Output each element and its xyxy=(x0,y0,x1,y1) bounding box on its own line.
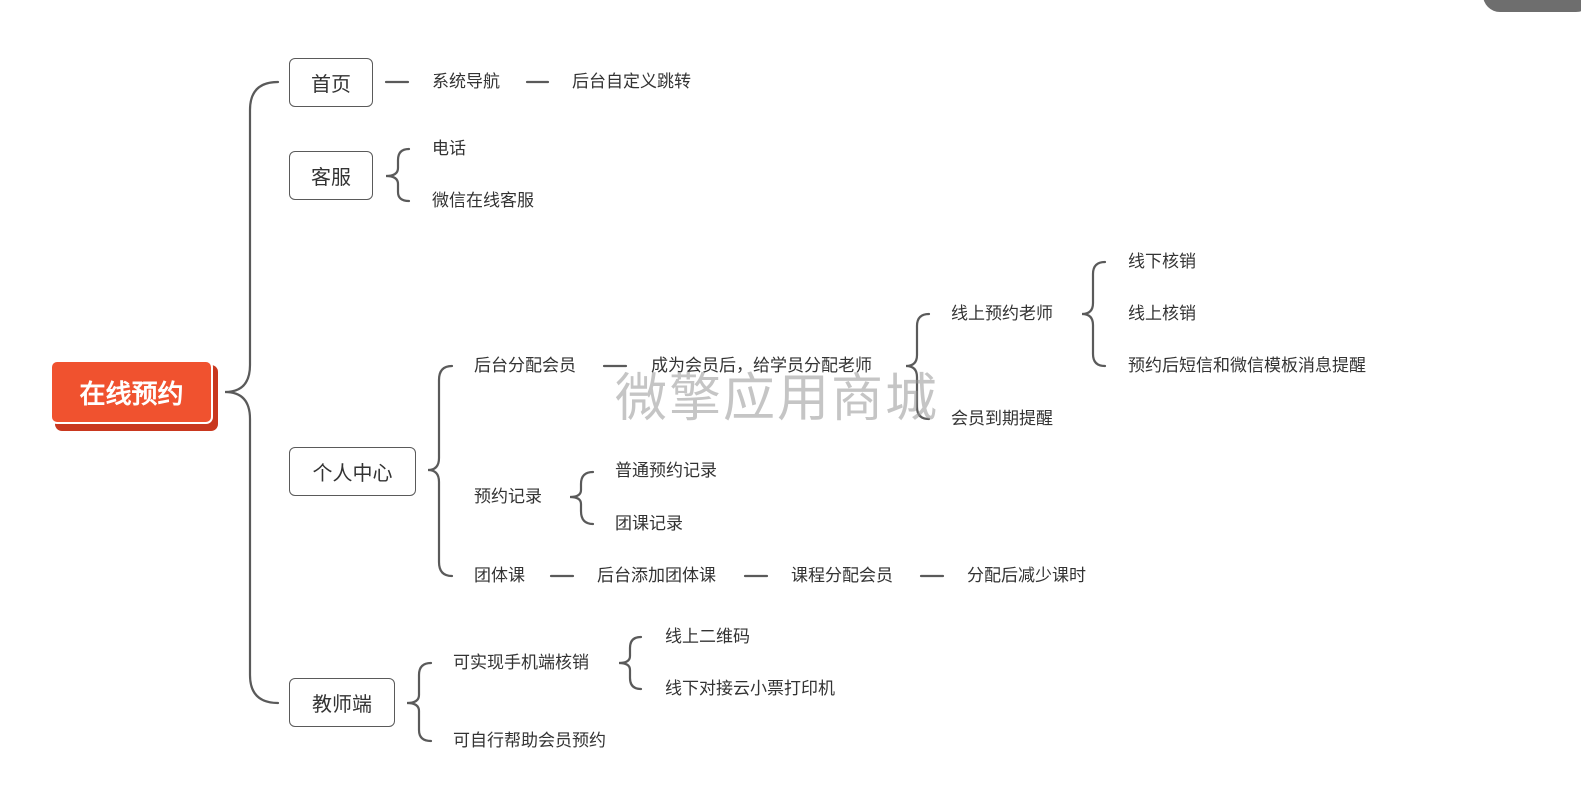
node-mobile-verify: 可实现手机端核销 xyxy=(453,653,589,673)
node-custom-jump: 后台自定义跳转 xyxy=(572,72,691,92)
node-member-expire: 会员到期提醒 xyxy=(951,409,1053,429)
node-home: 首页 xyxy=(289,58,373,107)
node-teacher: 教师端 xyxy=(289,678,395,727)
node-reduce-hours: 分配后减少课时 xyxy=(967,566,1086,586)
node-help-booking: 可自行帮助会员预约 xyxy=(453,731,606,751)
node-assign-teacher: 成为会员后，给学员分配老师 xyxy=(651,356,872,376)
node-assign-member: 后台分配会员 xyxy=(474,356,576,376)
node-system-nav: 系统导航 xyxy=(432,72,500,92)
node-personal-center: 个人中心 xyxy=(289,447,416,496)
node-phone: 电话 xyxy=(432,139,466,159)
node-online-teacher: 线上预约老师 xyxy=(951,304,1053,324)
node-offline-verify: 线下核销 xyxy=(1128,252,1196,272)
root-node: 在线预约 xyxy=(50,360,213,424)
node-add-group-class: 后台添加团体课 xyxy=(597,566,716,586)
node-normal-records: 普通预约记录 xyxy=(615,461,717,481)
watermark: 微擎应用商城 xyxy=(615,369,940,429)
node-online-verify: 线上核销 xyxy=(1128,304,1196,324)
node-sms-reminder: 预约后短信和微信模板消息提醒 xyxy=(1128,356,1366,376)
node-cloud-printer: 线下对接云小票打印机 xyxy=(665,679,835,699)
node-online-qr: 线上二维码 xyxy=(665,627,750,647)
node-records: 预约记录 xyxy=(474,487,542,507)
node-wechat-service: 微信在线客服 xyxy=(432,191,534,211)
node-course-assign: 课程分配会员 xyxy=(791,566,893,586)
node-group-class: 团体课 xyxy=(474,566,525,586)
node-service: 客服 xyxy=(289,151,373,200)
corner-tab xyxy=(1483,0,1581,12)
node-group-records: 团课记录 xyxy=(615,514,683,534)
